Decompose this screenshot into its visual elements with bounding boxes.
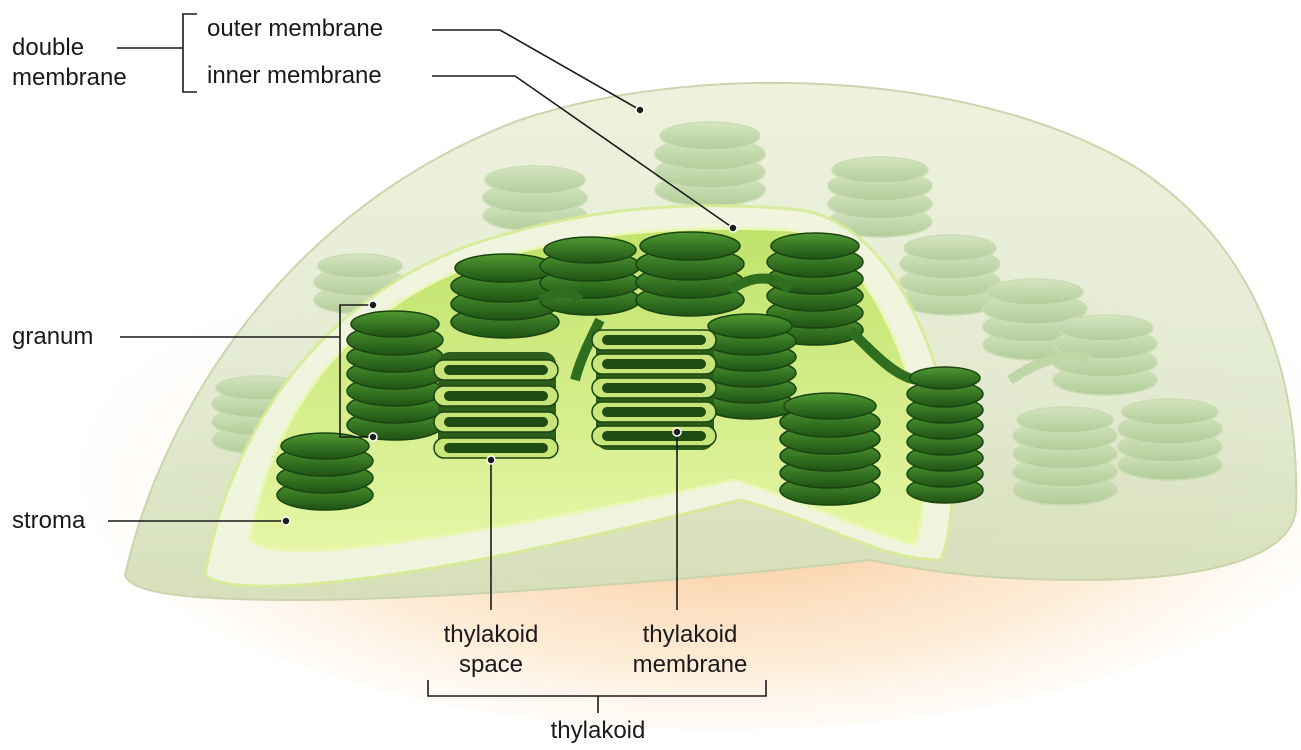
double-membrane-label-line2: membrane: [12, 63, 127, 93]
granum-stack: [277, 433, 373, 510]
double-membrane-label: double membrane: [12, 33, 127, 93]
inner-membrane-pointer: [729, 224, 737, 232]
thylakoid-membrane-label-line1: thylakoid: [633, 620, 748, 650]
thylakoid-membrane-label: thylakoid membrane: [633, 620, 748, 680]
stroma-label: stroma: [12, 506, 85, 536]
outer-membrane-label: outer membrane: [207, 14, 383, 44]
faded-granum: [655, 122, 765, 206]
stroma-pointer: [282, 517, 290, 525]
faded-granum: [1013, 407, 1117, 505]
granum-bottom-pointer: [369, 433, 377, 441]
thylakoid-membrane-label-line2: membrane: [633, 650, 748, 680]
granum-top-pointer: [369, 301, 377, 309]
thylakoid-space-label-line2: space: [444, 650, 539, 680]
thylakoid-space-label-line1: thylakoid: [444, 620, 539, 650]
granum-stack: [780, 393, 880, 505]
faded-granum: [900, 235, 1000, 315]
granum-stack: [347, 311, 443, 440]
thylakoid-membrane-pointer: [673, 428, 681, 436]
inner-membrane-label: inner membrane: [207, 61, 382, 91]
granum-stack: [636, 232, 744, 316]
cutaway-granum-right: [592, 330, 716, 450]
granum-label: granum: [12, 322, 93, 352]
granum-stack: [540, 237, 640, 315]
faded-granum: [1118, 399, 1222, 480]
thylakoid-label: thylakoid: [551, 716, 646, 746]
outer-membrane-pointer: [636, 106, 644, 114]
double-membrane-label-line1: double: [12, 33, 127, 63]
double-membrane-bracket: [183, 14, 197, 92]
thylakoid-space-label: thylakoid space: [444, 620, 539, 680]
granum-stack: [704, 314, 796, 419]
granum-stack: [907, 367, 983, 503]
cutaway-granum-left: [434, 352, 558, 458]
thylakoid-space-pointer: [487, 456, 495, 464]
